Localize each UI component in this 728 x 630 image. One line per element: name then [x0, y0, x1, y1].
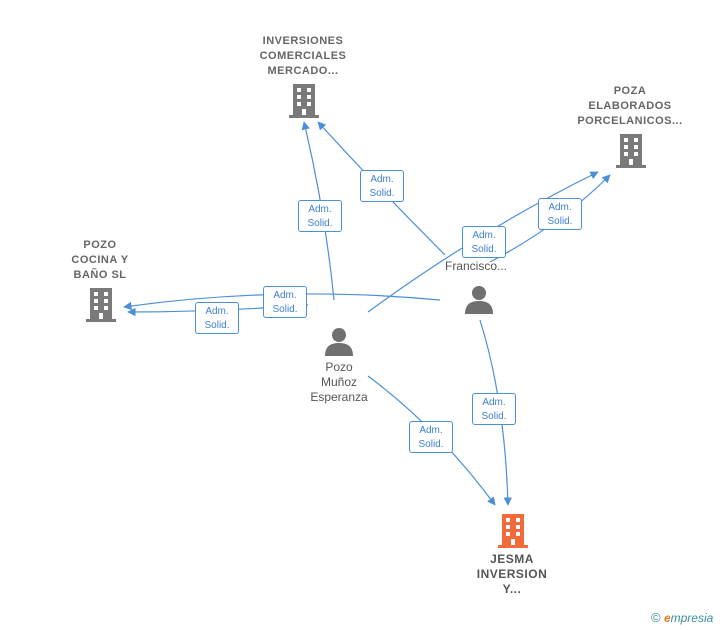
edge-label-adm-solid: Adm. Solid.: [195, 302, 239, 334]
edge-label-line2: Solid.: [369, 188, 395, 199]
building-icon[interactable]: [498, 514, 528, 548]
edge-label-line2: Solid.: [307, 218, 333, 229]
edge-label-adm-solid: Adm. Solid.: [360, 170, 404, 202]
edge-label-line1: Adm.: [370, 174, 394, 185]
edge-label-line2: Solid.: [547, 216, 573, 227]
edge-label-line1: Adm.: [482, 397, 506, 408]
edge-label-line1: Adm.: [308, 204, 332, 215]
empresia-logo: © empresia: [651, 610, 713, 625]
building-icon[interactable]: [289, 84, 319, 118]
building-icon[interactable]: [616, 134, 646, 168]
edge-label-line2: Solid.: [272, 304, 298, 315]
edge-label-line2: Solid.: [204, 320, 230, 331]
edge-label-adm-solid: Adm. Solid.: [462, 226, 506, 258]
edge-label-adm-solid: Adm. Solid.: [298, 200, 342, 232]
company-label-jesma[interactable]: JESMA INVERSION Y...: [476, 552, 548, 596]
edge-label-line1: Adm.: [419, 425, 443, 436]
brand-initial: e: [663, 611, 671, 625]
edge-label-line1: Adm.: [548, 202, 572, 213]
person-icon[interactable]: [324, 326, 354, 356]
edge-label-line2: Solid.: [418, 439, 444, 450]
edge-label-adm-solid: Adm. Solid.: [409, 421, 453, 453]
company-label-poza[interactable]: POZA ELABORADOS PORCELANICOS...: [577, 85, 683, 127]
person-label-pozo-munoz[interactable]: Pozo Muñoz Esperanza: [310, 360, 368, 404]
copyright-symbol: ©: [651, 610, 661, 625]
person-icon[interactable]: [464, 284, 494, 314]
edge-label-line2: Solid.: [481, 411, 507, 422]
brand-name: mpresia: [670, 611, 714, 625]
edge-label-line1: Adm.: [472, 230, 496, 241]
company-label-pozo-cocina[interactable]: POZO COCINA Y BAÑO SL: [71, 239, 129, 281]
edge-label-line1: Adm.: [273, 290, 297, 301]
edge-label-line2: Solid.: [471, 244, 497, 255]
edge-label-adm-solid: Adm. Solid.: [472, 393, 516, 425]
edge-label-adm-solid: Adm. Solid.: [538, 198, 582, 230]
edge-label-line1: Adm.: [205, 306, 229, 317]
company-label-inversiones[interactable]: INVERSIONES COMERCIALES MERCADO...: [259, 35, 347, 77]
building-icon[interactable]: [86, 288, 116, 322]
edge-label-adm-solid: Adm. Solid.: [263, 286, 307, 318]
